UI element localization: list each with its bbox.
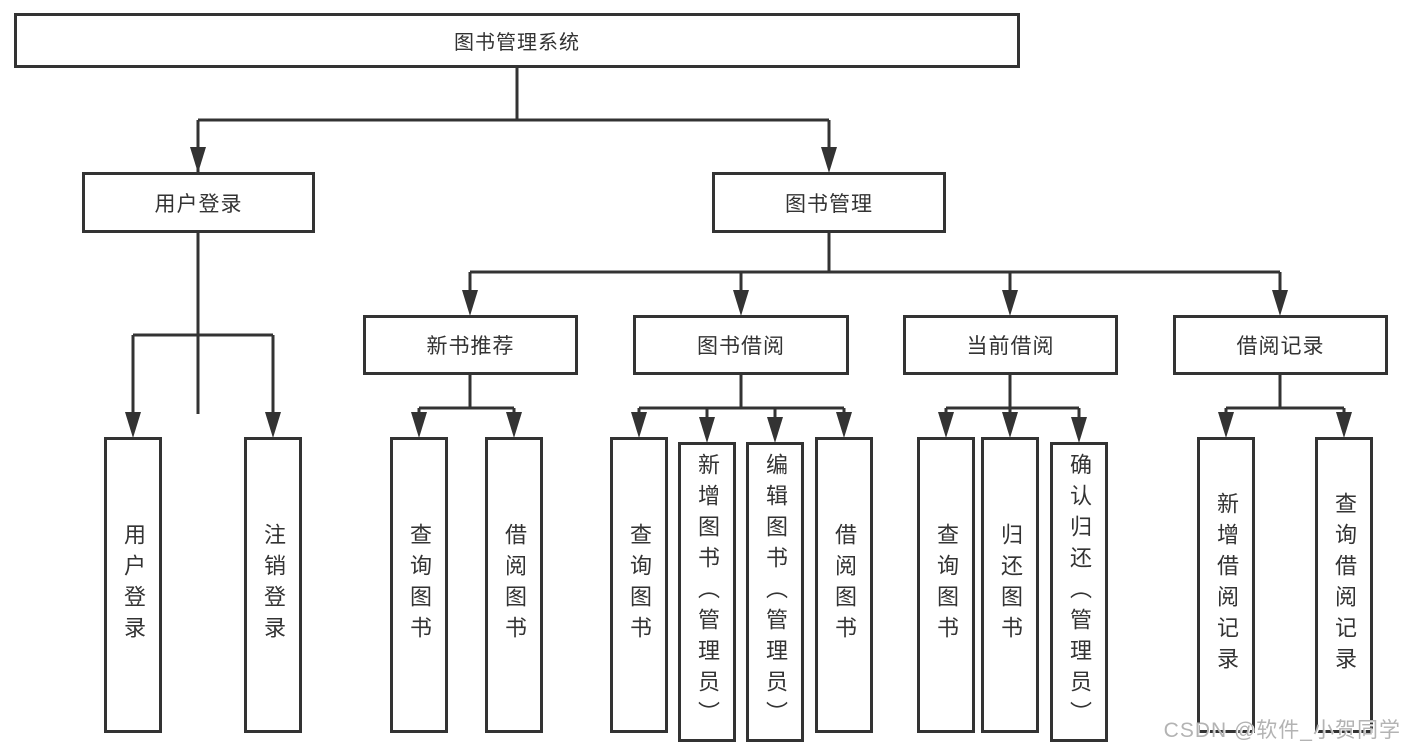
node-book-borrowing: 图书借阅 (633, 315, 849, 375)
node-label: 用户登录 (154, 192, 243, 216)
node-leaf-user-login: 用户登录 (104, 437, 162, 733)
node-label: 借阅图书 (832, 523, 857, 647)
node-label: 新书推荐 (426, 335, 515, 358)
node-label: 查询图书 (627, 523, 652, 647)
connector-current-to-leaves (944, 375, 1081, 419)
node-label: 确认归还（管理员） (1067, 452, 1092, 732)
node-label: 借阅图书 (502, 523, 527, 647)
node-label: 图书借阅 (697, 335, 785, 358)
node-leaf-borrow-books-1: 借阅图书 (485, 437, 543, 733)
node-new-book-recommendation: 新书推荐 (363, 315, 578, 375)
node-leaf-return-books: 归还图书 (981, 437, 1039, 733)
node-leaf-borrow-books-2: 借阅图书 (815, 437, 873, 733)
node-label: 用户登录 (121, 523, 146, 647)
node-leaf-confirm-return-admin: 确认归还（管理员） (1050, 442, 1108, 742)
node-label: 当前借阅 (966, 335, 1055, 358)
node-label: 归还图书 (998, 523, 1023, 647)
node-leaf-query-borrow-record: 查询借阅记录 (1315, 437, 1373, 733)
connector-mgmt-to-level3 (468, 233, 1282, 292)
node-leaf-add-borrow-record: 新增借阅记录 (1197, 437, 1255, 733)
node-book-management-branch: 图书管理 (712, 172, 946, 233)
node-label: 借阅记录 (1236, 335, 1325, 358)
connector-borrow-to-leaves (637, 375, 846, 419)
node-user-login-branch: 用户登录 (82, 172, 315, 233)
node-label: 图书管理 (785, 192, 873, 216)
node-label: 编辑图书（管理员） (763, 452, 788, 732)
node-label: 查询借阅记录 (1332, 492, 1357, 678)
connector-login-to-leaves (131, 233, 275, 414)
node-label: 查询图书 (407, 523, 432, 647)
node-leaf-query-books-2: 查询图书 (610, 437, 668, 733)
node-leaf-add-book-admin: 新增图书（管理员） (678, 442, 736, 742)
connector-newbook-to-leaves (417, 375, 516, 414)
node-label: 图书管理系统 (454, 32, 580, 54)
node-leaf-edit-book-admin: 编辑图书（管理员） (746, 442, 804, 742)
node-label: 新增借阅记录 (1214, 492, 1239, 678)
connector-root-to-level2 (196, 67, 831, 414)
node-library-management-system: 图书管理系统 (14, 13, 1020, 68)
csdn-watermark: CSDN @软件_小贺同学 (1163, 719, 1401, 742)
node-label: 查询图书 (934, 523, 959, 647)
node-borrowing-records: 借阅记录 (1173, 315, 1388, 375)
connector-records-to-leaves (1224, 375, 1346, 414)
node-leaf-query-books-3: 查询图书 (917, 437, 975, 733)
arrowheads (125, 147, 1352, 443)
node-label: 注销登录 (261, 523, 286, 647)
node-current-borrowing: 当前借阅 (903, 315, 1118, 375)
node-leaf-query-books-1: 查询图书 (390, 437, 448, 733)
node-leaf-logout: 注销登录 (244, 437, 302, 733)
node-label: 新增图书（管理员） (695, 452, 720, 732)
